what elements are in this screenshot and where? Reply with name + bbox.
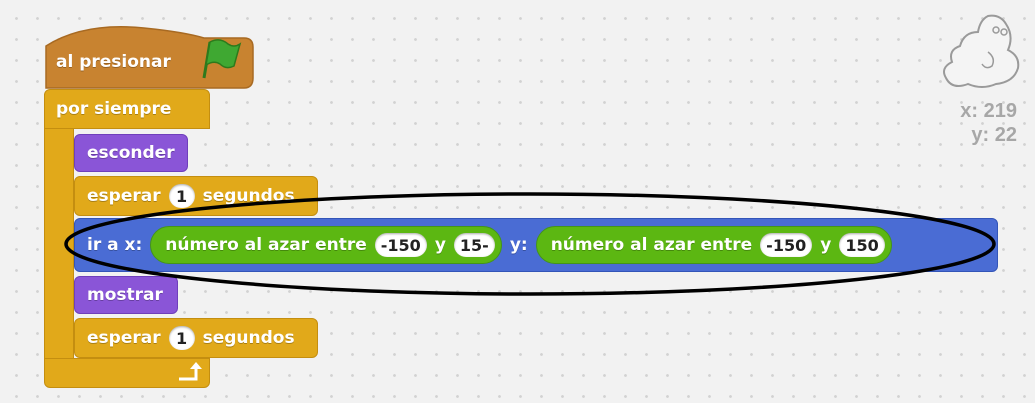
goto-xy-block[interactable]: ir a x: número al azar entre -150 y 15- …: [74, 218, 998, 272]
wait-block-1-prefix: esperar: [87, 186, 161, 206]
random-x-from-input[interactable]: -150: [374, 233, 427, 257]
wait-block-2-suffix: segundos: [202, 328, 295, 348]
hide-block[interactable]: esconder: [74, 134, 188, 172]
wait-block-2-seconds-input[interactable]: 1: [168, 326, 195, 350]
random-x-reporter[interactable]: número al azar entre -150 y 15-: [150, 226, 502, 264]
green-flag-icon[interactable]: [198, 38, 242, 80]
show-block[interactable]: mostrar: [74, 276, 178, 314]
goto-x-label: ir a x:: [87, 235, 143, 255]
random-y-reporter[interactable]: número al azar entre -150 y 150: [535, 226, 892, 264]
random-y-label: número al azar entre: [550, 235, 753, 255]
sprite-x-readout: x: 219: [960, 100, 1017, 122]
forever-block-arm: [44, 129, 74, 361]
random-y-from-input[interactable]: -150: [760, 233, 813, 257]
wait-block-2-prefix: esperar: [87, 328, 161, 348]
forever-block-label: por siempre: [56, 99, 172, 119]
hide-block-label: esconder: [87, 143, 175, 163]
goto-y-label: y:: [509, 235, 528, 255]
loop-arrow-icon: [179, 362, 202, 381]
wait-block-1-suffix: segundos: [202, 186, 295, 206]
random-y-and: y: [820, 235, 832, 255]
show-block-label: mostrar: [87, 285, 163, 305]
random-y-to-input[interactable]: 150: [839, 233, 885, 257]
hat-block-label: al presionar: [56, 52, 171, 72]
sprite-y-readout: y: 22: [971, 124, 1017, 146]
hat-block-shape: [45, 26, 254, 89]
random-x-to-input[interactable]: 15-: [453, 233, 495, 257]
forever-block-top: [44, 89, 210, 129]
random-x-label: número al azar entre: [165, 235, 367, 255]
wait-block-2[interactable]: esperar 1 segundos: [74, 318, 318, 358]
random-x-and: y: [434, 235, 446, 255]
ghost-sprite-icon: [943, 14, 1020, 88]
forever-block-bottom: [44, 358, 210, 388]
wait-block-1[interactable]: esperar 1 segundos: [74, 176, 318, 216]
wait-block-1-seconds-input[interactable]: 1: [168, 184, 195, 208]
